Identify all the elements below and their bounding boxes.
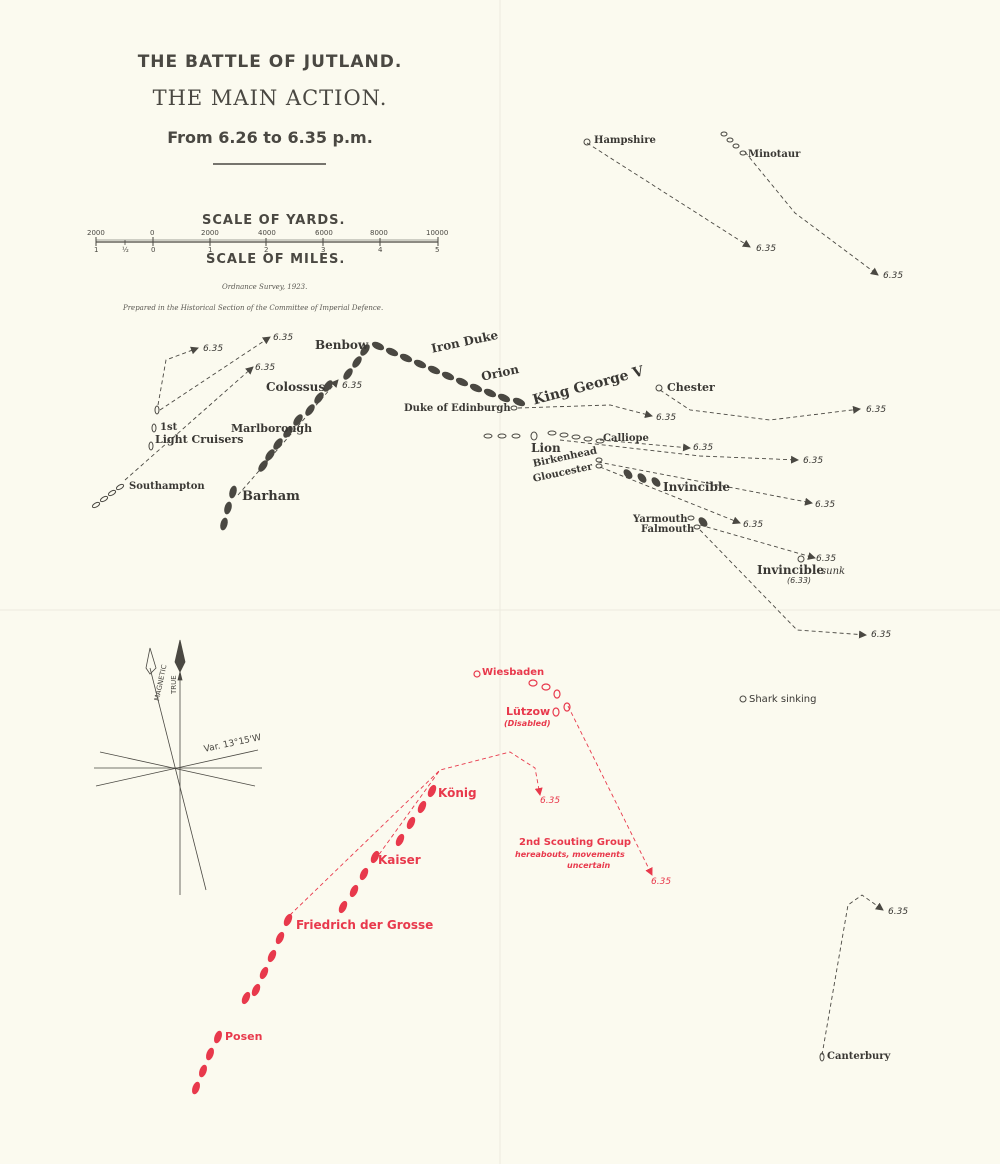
label-lutzow: Lützow bbox=[506, 705, 551, 718]
label-canterbury: Canterbury bbox=[827, 1051, 891, 1062]
southampton-track bbox=[124, 366, 254, 481]
cruiser-track-b bbox=[159, 336, 271, 411]
chester-track bbox=[659, 389, 861, 421]
time-label: 6.35 bbox=[816, 554, 837, 564]
label-colossus: Colossus bbox=[266, 380, 326, 394]
label-konig: König bbox=[438, 786, 477, 800]
kaiser-track bbox=[374, 769, 441, 861]
label-marlborough: Marlborough bbox=[231, 422, 313, 435]
mile-tick: 2 bbox=[264, 246, 269, 254]
konig-track bbox=[289, 751, 543, 916]
label-scouting-group: 2nd Scouting Group bbox=[519, 837, 632, 848]
yard-tick: 2000 bbox=[87, 229, 105, 237]
british-light-ships bbox=[91, 131, 825, 1062]
label-sunk-word: sunk bbox=[821, 566, 846, 577]
time-label: 6.35 bbox=[540, 796, 561, 806]
label-shark: Shark sinking bbox=[749, 694, 817, 705]
time-label: 6.35 bbox=[756, 244, 777, 254]
compass-rose bbox=[94, 639, 262, 895]
duke-of-edinburgh-track bbox=[517, 404, 653, 419]
mile-tick: 4 bbox=[378, 246, 383, 254]
time-label: 6.35 bbox=[888, 907, 909, 917]
label-friedrich-der-grosse: Friedrich der Grosse bbox=[296, 918, 434, 932]
label-1st: 1st bbox=[160, 422, 178, 433]
label-scouting-uncertain: uncertain bbox=[567, 861, 611, 870]
mile-tick: 0 bbox=[151, 246, 156, 254]
label-barham: Barham bbox=[242, 489, 300, 504]
label-chester: Chester bbox=[667, 381, 715, 394]
time-label: 6.35 bbox=[255, 363, 276, 373]
scale-miles-label: SCALE OF MILES. bbox=[206, 252, 346, 267]
yard-tick: 8000 bbox=[370, 229, 388, 237]
label-wiesbaden: Wiesbaden bbox=[482, 667, 545, 678]
label-sunk-time: (6.33) bbox=[787, 576, 812, 585]
yard-tick: 2000 bbox=[201, 229, 219, 237]
birkenhead-track bbox=[597, 461, 813, 506]
label-yarmouth: Yarmouth bbox=[633, 514, 688, 525]
label-falmouth: Falmouth bbox=[641, 524, 695, 535]
compass-true-label: TRUE bbox=[170, 675, 178, 694]
label-scouting-hereabouts: hereabouts, movements bbox=[515, 850, 625, 859]
scale-bar bbox=[95, 237, 439, 246]
lutzow-track bbox=[567, 705, 653, 876]
yard-tick: 10000 bbox=[426, 229, 449, 237]
cruiser-track-a bbox=[157, 346, 199, 406]
yard-tick: 6000 bbox=[315, 229, 333, 237]
minotaur-track bbox=[744, 151, 879, 276]
survey-note: Ordnance Survey, 1923. bbox=[222, 283, 308, 291]
mile-tick: 1 bbox=[208, 246, 213, 254]
title-line-1: THE BATTLE OF JUTLAND. bbox=[137, 52, 403, 72]
time-label: 6.35 bbox=[883, 271, 904, 281]
mile-tick: 3 bbox=[321, 246, 326, 254]
label-lion: Lion bbox=[531, 441, 561, 455]
german-tracks bbox=[289, 705, 653, 916]
german-light-ships bbox=[473, 670, 571, 717]
time-label: 6.35 bbox=[656, 413, 677, 423]
time-label: 6.35 bbox=[342, 381, 363, 391]
hampshire-track bbox=[586, 142, 751, 248]
title-line-3: From 6.26 to 6.35 p.m. bbox=[167, 128, 373, 147]
title-line-2: THE MAIN ACTION. bbox=[152, 86, 388, 110]
label-invincible-sunk: Invincible bbox=[757, 563, 825, 577]
british-tracks bbox=[124, 142, 884, 1056]
british-ships bbox=[220, 341, 708, 531]
lion-track bbox=[559, 439, 799, 464]
label-calliope: Calliope bbox=[603, 433, 649, 444]
yard-tick: 0 bbox=[150, 229, 155, 237]
yarmouth-track bbox=[699, 524, 816, 560]
yard-tick: 4000 bbox=[258, 229, 276, 237]
time-label: 6.35 bbox=[273, 333, 294, 343]
time-label: 6.35 bbox=[803, 456, 824, 466]
time-label: 6.35 bbox=[871, 630, 892, 640]
mile-tick: 5 bbox=[435, 246, 440, 254]
mile-tick: 1 bbox=[94, 246, 99, 254]
time-label: 6.35 bbox=[743, 520, 764, 530]
time-label: 6.35 bbox=[866, 405, 887, 415]
time-label: 6.35 bbox=[203, 344, 224, 354]
label-southampton: Southampton bbox=[129, 481, 205, 492]
label-hampshire: Hampshire bbox=[594, 135, 656, 146]
prepared-note: Prepared in the Historical Section of th… bbox=[123, 304, 384, 312]
scale-yards-label: SCALE OF YARDS. bbox=[202, 213, 346, 228]
label-duke-of-edinburgh: Duke of Edinburgh bbox=[404, 403, 511, 414]
label-benbow: Benbow bbox=[315, 338, 369, 352]
time-label: 6.35 bbox=[815, 500, 836, 510]
label-invincible: Invincible bbox=[663, 480, 731, 494]
time-label: 6.35 bbox=[651, 877, 672, 887]
falmouth-track bbox=[699, 529, 867, 639]
time-label: 6.35 bbox=[693, 443, 714, 453]
mile-tick: ½ bbox=[122, 246, 129, 254]
german-ships bbox=[192, 784, 437, 1095]
label-kaiser: Kaiser bbox=[378, 853, 421, 867]
label-light-cruisers: Light Cruisers bbox=[155, 433, 244, 446]
calliope-track bbox=[599, 439, 691, 452]
label-minotaur: Minotaur bbox=[748, 149, 801, 160]
label-disabled: (Disabled) bbox=[504, 719, 551, 728]
canterbury-track bbox=[821, 894, 884, 1056]
label-posen: Posen bbox=[225, 1030, 263, 1043]
